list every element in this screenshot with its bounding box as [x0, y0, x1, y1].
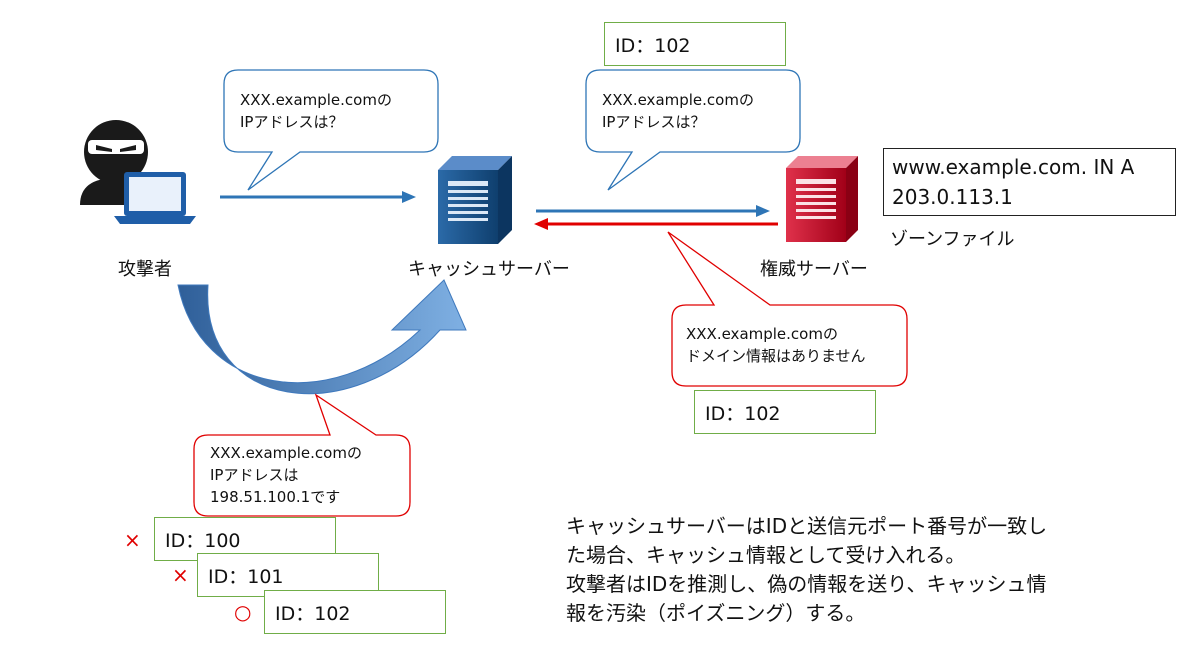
forged-id-box-2: ID：101 — [197, 553, 379, 597]
cache-query-bubble — [585, 69, 801, 191]
zone-file-record: www.example.com. IN A 203.0.113.1 — [883, 148, 1176, 216]
auth-response-id-box: ID：102 — [694, 390, 876, 434]
reject-mark-1: × — [124, 528, 141, 552]
attacker-query-text: XXX.example.comの IPアドレスは？ — [240, 91, 392, 131]
cache-to-auth-arrow — [536, 205, 770, 217]
description-text: キャッシュサーバーはIDと送信元ポート番号が一致し た場合、キャッシュ情報として… — [566, 514, 1048, 625]
forged-response-text: XXX.example.comの IPアドレスは 198.51.100.1です — [210, 444, 362, 506]
auth-response-bubble — [667, 231, 908, 387]
zone-file-label: ゾーンファイル — [890, 229, 1015, 250]
auth-to-cache-arrow — [534, 218, 778, 230]
authoritative-server-icon — [786, 156, 858, 242]
accept-mark: ○ — [234, 600, 252, 624]
auth-response-text: XXX.example.comの ドメイン情報はありません — [686, 325, 866, 365]
attacker-query-bubble — [223, 69, 439, 191]
cache-query-text: XXX.example.comの IPアドレスは？ — [602, 91, 754, 131]
attacker-icon — [80, 120, 152, 205]
forged-response-curved-arrow — [177, 279, 467, 395]
cache-server-label: キャッシュサーバー — [408, 259, 570, 280]
laptop-icon — [114, 172, 196, 224]
reject-mark-2: × — [172, 563, 189, 587]
forged-response-bubble — [193, 393, 411, 517]
query-id-box: ID：102 — [604, 22, 786, 66]
forged-id-box-1: ID：100 — [154, 517, 336, 561]
attacker-to-cache-arrow — [220, 191, 416, 203]
cache-server-icon — [438, 156, 512, 244]
forged-id-box-3: ID：102 — [264, 590, 446, 634]
authoritative-server-label: 権威サーバー — [760, 259, 868, 280]
attacker-label: 攻撃者 — [118, 259, 172, 280]
